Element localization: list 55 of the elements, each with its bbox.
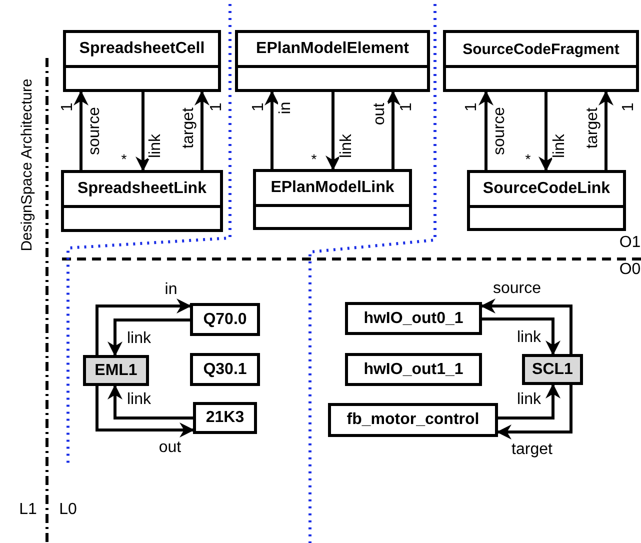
level-label: O0 <box>619 262 641 278</box>
class-box <box>63 30 221 92</box>
edge-label: target <box>585 106 601 150</box>
link-instance-box: SCL1 <box>522 354 583 385</box>
edge-label: target <box>181 106 197 150</box>
class-name: SpreadsheetLink <box>64 173 220 208</box>
class-name: SourceCodeLink <box>470 173 623 208</box>
class-name: EPlanModelLink <box>256 172 409 207</box>
level-label: L1 <box>19 502 37 518</box>
arrow <box>74 90 88 170</box>
class-box <box>61 170 223 232</box>
class-box <box>235 30 430 92</box>
class-box <box>467 170 626 231</box>
element-box: fb_motor_control <box>328 403 498 437</box>
multiplicity-label: 1 <box>60 102 76 112</box>
arrow <box>264 90 280 169</box>
arrow <box>480 298 572 354</box>
arrow <box>108 384 193 420</box>
arrow <box>386 90 400 169</box>
class-name: SourceCodeFragment <box>446 33 636 68</box>
multiplicity-label: 1 <box>621 102 637 112</box>
edge-label: target <box>510 442 554 458</box>
arrow <box>136 92 150 172</box>
link-instance-box: EML1 <box>83 355 149 386</box>
arrow <box>496 385 572 440</box>
edge-label: out <box>372 102 388 126</box>
class-box <box>253 169 412 230</box>
arrow <box>538 92 554 172</box>
arrow <box>108 318 190 356</box>
element-box: hwIO_out0_1 <box>345 302 482 335</box>
multiplicity-label: * <box>525 152 531 166</box>
arrow <box>598 90 614 170</box>
multiplicity-label: 1 <box>399 102 415 112</box>
arrow <box>482 318 560 356</box>
layer-label: DesignSpace Architecture <box>20 78 34 252</box>
element-box: Q70.0 <box>190 303 260 336</box>
arrow <box>96 386 194 438</box>
class-name: EPlanModelElement <box>238 33 427 68</box>
element-box: hwIO_out1_1 <box>345 353 482 386</box>
multiplicity-label: 1 <box>209 102 225 112</box>
level-label: L0 <box>59 502 77 518</box>
level-label: O1 <box>619 235 641 251</box>
multiplicity-label: 1 <box>251 102 267 112</box>
multiplicity-label: * <box>121 152 127 166</box>
arrow <box>498 384 560 420</box>
multiplicity-label: * <box>311 152 317 166</box>
arrow <box>96 298 192 355</box>
arrow <box>478 90 494 170</box>
arrow <box>194 90 210 170</box>
element-box: 21K3 <box>193 402 257 434</box>
class-box <box>443 30 639 92</box>
class-name: SpreadsheetCell <box>66 33 218 68</box>
element-box: Q30.1 <box>190 353 260 386</box>
multiplicity-label: 1 <box>464 102 480 112</box>
arrow <box>326 92 340 170</box>
